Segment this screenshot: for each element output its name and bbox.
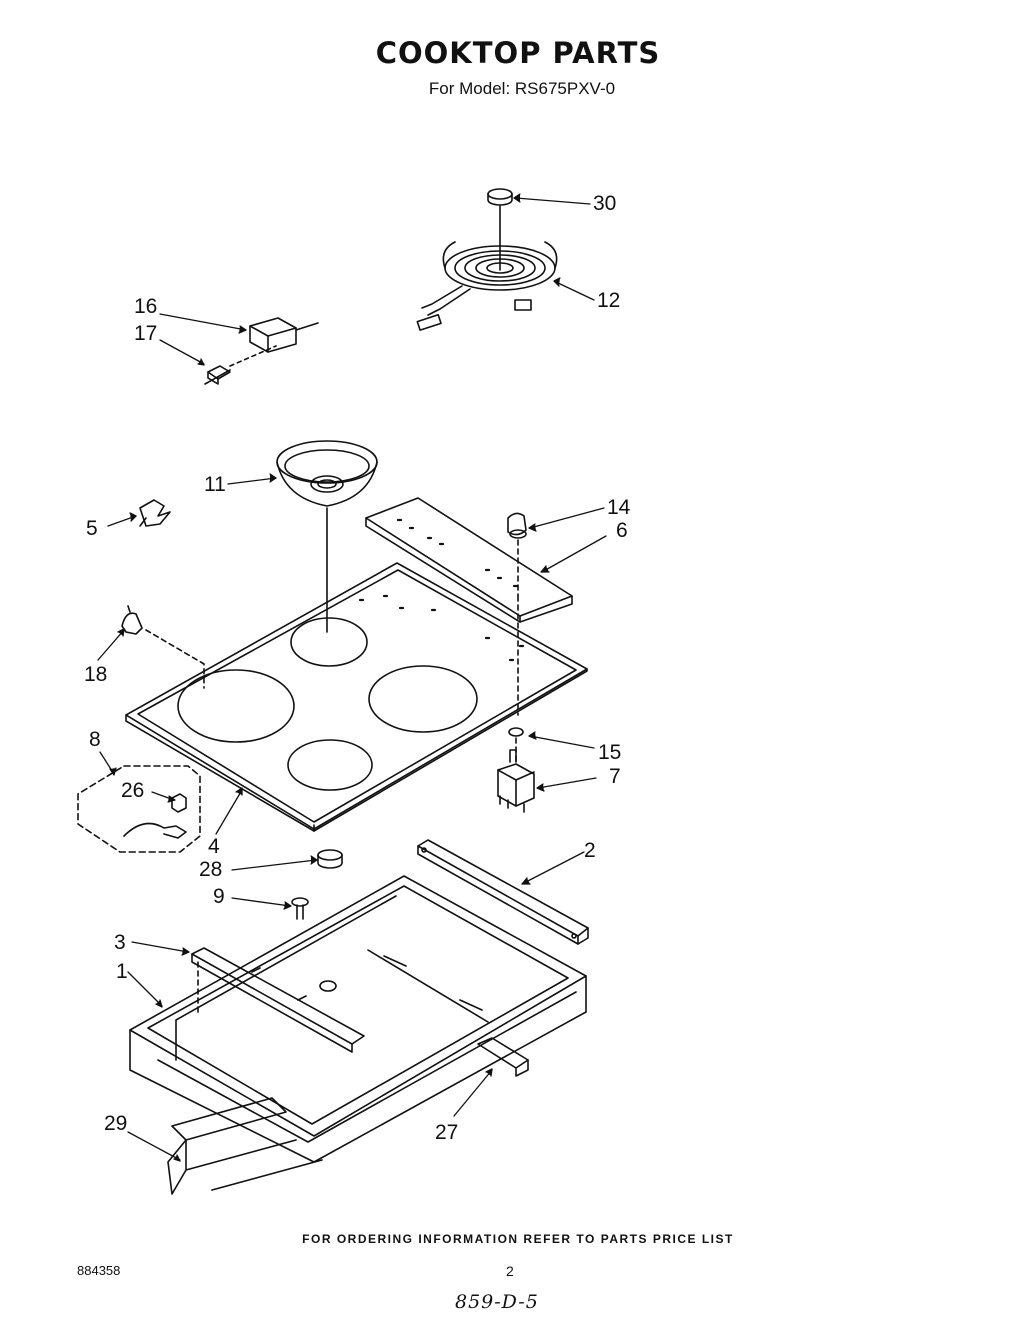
document-number: 884358 (77, 1263, 121, 1278)
part-6-control-panel (365, 497, 573, 623)
part-9-screw (291, 897, 309, 920)
part-8-wiring-kit (77, 765, 201, 853)
callout-28: 28 (199, 858, 223, 881)
callout-7: 7 (609, 765, 621, 788)
part-12-surface-element (416, 241, 558, 331)
callout-18: 18 (84, 663, 108, 686)
page-number: 2 (506, 1263, 514, 1279)
callout-1: 1 (116, 960, 128, 983)
callout-8: 8 (89, 728, 101, 751)
callout-3: 3 (114, 931, 126, 954)
part-5-clip (139, 499, 171, 527)
callout-2: 2 (584, 839, 596, 862)
part-2-rear-bracket (417, 839, 589, 945)
part-26-terminal (123, 793, 187, 839)
handwritten-note: 859-D-5 (455, 1291, 539, 1313)
part-17-terminal (204, 345, 277, 385)
callout-16: 16 (134, 295, 158, 318)
page-title: COOKTOP PARTS (375, 36, 661, 70)
callout-30: 30 (593, 192, 617, 215)
part-3-crossbar (191, 947, 365, 1053)
part-30-cap (487, 188, 513, 206)
leader-lines (97, 193, 607, 1162)
part-4-cooktop (125, 562, 588, 832)
callout-14: 14 (607, 496, 631, 519)
callout-27: 27 (435, 1121, 459, 1144)
callout-17: 17 (134, 322, 158, 345)
ordering-note: FOR ORDERING INFORMATION REFER TO PARTS … (302, 1232, 734, 1246)
callout-6: 6 (616, 519, 628, 542)
part-11-drip-bowl (276, 440, 378, 507)
part-15-washer (508, 727, 524, 737)
callout-12: 12 (597, 289, 621, 312)
callout-5: 5 (86, 517, 98, 540)
part-16-bracket (249, 317, 319, 353)
model-subtitle: For Model: RS675PXV-0 (428, 79, 616, 98)
part-28-grommet (317, 849, 343, 869)
part-29-bracket (167, 1097, 323, 1195)
part-14-knob (507, 512, 527, 539)
part-7-switch (497, 749, 535, 813)
callout-4: 4 (208, 835, 220, 858)
callout-15: 15 (598, 741, 622, 764)
callout-9: 9 (213, 885, 225, 908)
callout-26: 26 (121, 779, 145, 802)
callout-11: 11 (204, 473, 226, 496)
part-18-clip (121, 605, 143, 635)
part-27-bracket (477, 1037, 529, 1077)
callout-29: 29 (104, 1112, 128, 1135)
